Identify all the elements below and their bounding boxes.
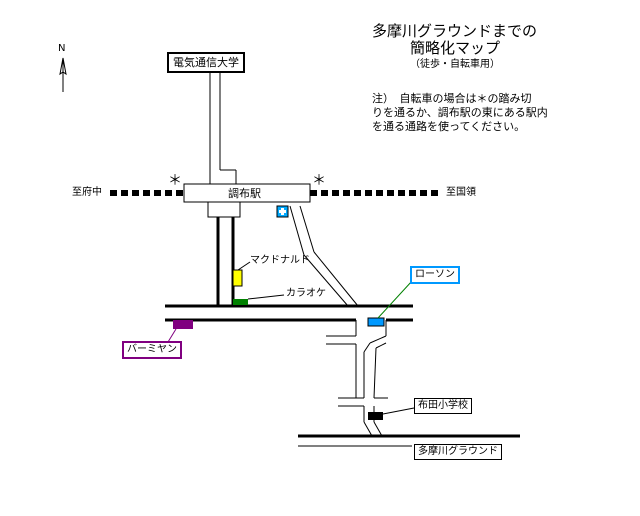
bamiyan-leader bbox=[167, 328, 177, 343]
note-line2: りを通るか、調布駅の東にある駅内 bbox=[372, 106, 548, 119]
school-marker bbox=[368, 412, 383, 420]
map-mode: （徒歩・自転車用） bbox=[410, 59, 500, 70]
note-line1: 注） 自転車の場合は＊の踏み切 bbox=[372, 92, 532, 105]
bamiyan-label: バーミヤン bbox=[122, 341, 182, 359]
university-label: 電気通信大学 bbox=[167, 52, 245, 73]
ground-access-road bbox=[326, 320, 388, 437]
station-building bbox=[183, 183, 311, 203]
mcdonalds-label: マクドナルド bbox=[250, 255, 310, 266]
map-title-line1: 多摩川グラウンドまでの bbox=[372, 22, 538, 40]
north-label: N bbox=[58, 43, 66, 54]
mcdonalds-leader bbox=[237, 261, 251, 271]
note-line3: を通る通路を使ってください。 bbox=[372, 120, 526, 133]
lawson-marker bbox=[367, 317, 385, 327]
ground-label: 多摩川グラウンド bbox=[414, 444, 502, 460]
karaoke-label: カラオケ bbox=[286, 288, 326, 299]
diagonal-path bbox=[289, 205, 359, 307]
west-crossing-marker: ＊ bbox=[168, 173, 182, 189]
school-label: 布田小学校 bbox=[414, 398, 472, 414]
station-label: 調布駅 bbox=[228, 187, 261, 200]
east-crossing-marker: ＊ bbox=[312, 173, 326, 189]
north-arrow-icon bbox=[59, 57, 67, 92]
direction-east-label: 至国領 bbox=[446, 187, 476, 198]
lawson-leader bbox=[377, 280, 413, 319]
mcdonalds-marker bbox=[232, 269, 243, 287]
karaoke-leader bbox=[247, 294, 285, 300]
school-leader bbox=[382, 407, 415, 415]
karaoke-marker bbox=[233, 299, 248, 305]
university-road bbox=[209, 70, 237, 184]
bamiyan-marker bbox=[173, 320, 193, 329]
hospital-cross-icon bbox=[276, 205, 289, 218]
lawson-label: ローソン bbox=[410, 266, 460, 284]
station-south-exit bbox=[207, 201, 241, 218]
map-title-line2: 簡略化マップ bbox=[410, 39, 501, 57]
direction-west-label: 至府中 bbox=[72, 187, 102, 198]
